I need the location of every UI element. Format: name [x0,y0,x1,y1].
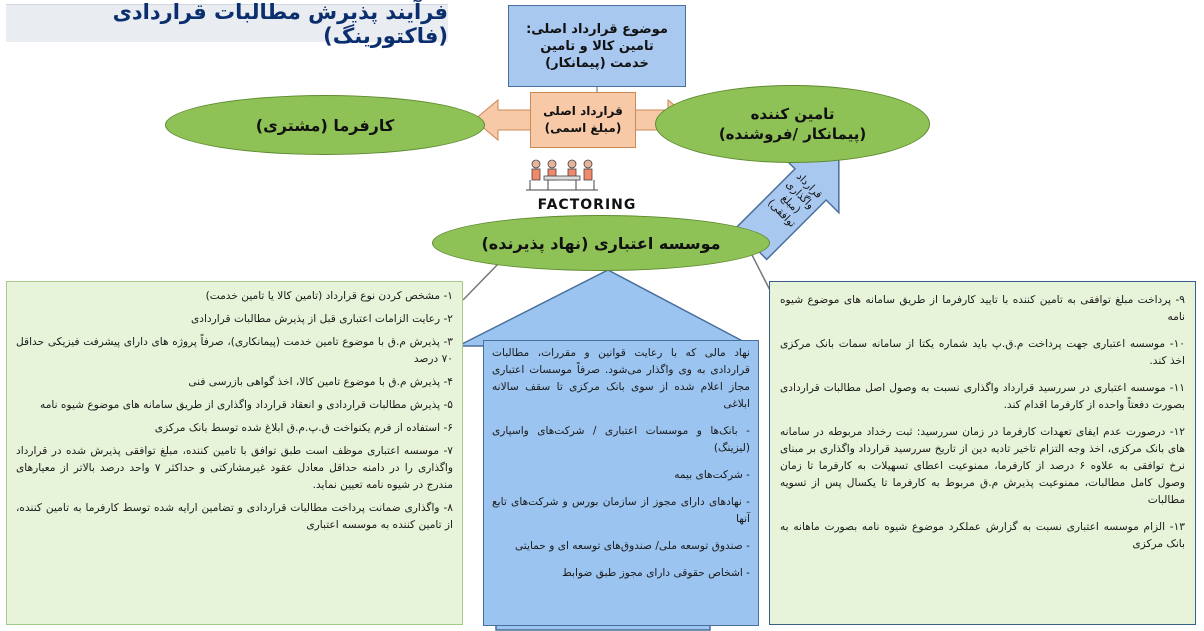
factor-definition-panel: نهاد مالی که با رعایت قوانین و مقررات، م… [483,340,759,626]
left-item: ۷- موسسه اعتباری موظف است طبق توافق با ت… [16,445,453,491]
contract-arrow-line-1: قرارداد اصلی [543,104,623,118]
left-item: ۴- پذیرش م.ق با موضوع تامین کالا، اخذ گو… [188,376,453,388]
meeting-icon [526,159,598,191]
left-item: ۵- پذیرش مطالبات قراردادی و انعقاد قرارد… [40,399,453,411]
factor-label: موسسه اعتباری (نهاد پذیرنده) [481,233,721,253]
contract-arrow-label: قرارداد اصلی (مبلغ اسمی) [530,92,636,148]
contract-arrow-line-2: (مبلغ اسمی) [544,121,622,135]
left-item: ۶- استفاده از فرم یکنواخت ق.پ.م.ق ابلاغ … [154,422,453,434]
mid-item: - صندوق توسعه ملی/ صندوق‌های توسعه ای و … [514,540,750,552]
mid-item: - شرکت‌های بیمه [674,469,750,481]
client-label: کارفرما (مشتری) [255,115,395,135]
main-contract-line-3: خدمت (پیمانکار) [545,55,649,71]
main-contract-line-1: موضوع قرارداد اصلی: [526,21,668,37]
left-connector [462,261,501,301]
mid-item: - بانک‌ها و موسسات اعتباری / شرکت‌های وا… [492,425,750,454]
supplier-label-2: (پیمانکار /فروشنده) [718,125,867,143]
right-item: ۱۲- درصورت عدم ایفای تعهدات کارفرما در ز… [780,426,1186,506]
factor-ellipse: موسسه اعتباری (نهاد پذیرنده) [432,215,770,271]
supplier-ellipse: تامین کننده (پیمانکار /فروشنده) [655,85,930,163]
supplier-label-1: تامین کننده [750,105,835,123]
right-obligations-panel: ۹- پرداخت مبلغ توافقی به تامین کننده با … [769,281,1196,625]
main-contract-subject-box: موضوع قرارداد اصلی: تامین کالا و تامین خ… [508,5,686,87]
mid-item: نهاد مالی که با رعایت قوانین و مقررات، م… [492,347,750,410]
left-item: ۲- رعایت الزامات اعتباری قبل از پذیرش مط… [190,313,453,325]
left-requirements-panel: ۱- مشخص کردن نوع قرارداد (تامین کالا یا … [6,281,463,625]
right-item: ۱۳- الزام موسسه اعتباری نسبت به گزارش عم… [780,521,1185,550]
right-item: ۹- پرداخت مبلغ توافقی به تامین کننده با … [780,294,1185,323]
right-item: ۱۱- موسسه اعتباری در سررسید قرارداد واگذ… [780,382,1185,411]
main-contract-line-2: تامین کالا و تامین [540,38,654,54]
client-ellipse: کارفرما (مشتری) [165,95,485,155]
factoring-label: FACTORING [537,197,637,213]
left-item: ۸- واگذاری ضمانت پرداخت مطالبات قراردادی… [16,502,453,531]
left-item: ۳- پذیرش م.ق با موضوع تامین خدمت (پیمانک… [16,336,453,365]
mid-item: - اشخاص حقوقی دارای مجوز طبق ضوابط [562,567,750,579]
left-item: ۱- مشخص کردن نوع قرارداد (تامین کالا یا … [205,290,453,302]
mid-item: - نهادهای دارای مجوز از سازمان بورس و شر… [492,496,750,525]
right-item: ۱۰- موسسه اعتباری جهت پرداخت م.ق.پ باید … [780,338,1185,367]
page-title: فرآیند پذیرش مطالبات قراردادی (فاکتورینگ… [6,0,448,48]
